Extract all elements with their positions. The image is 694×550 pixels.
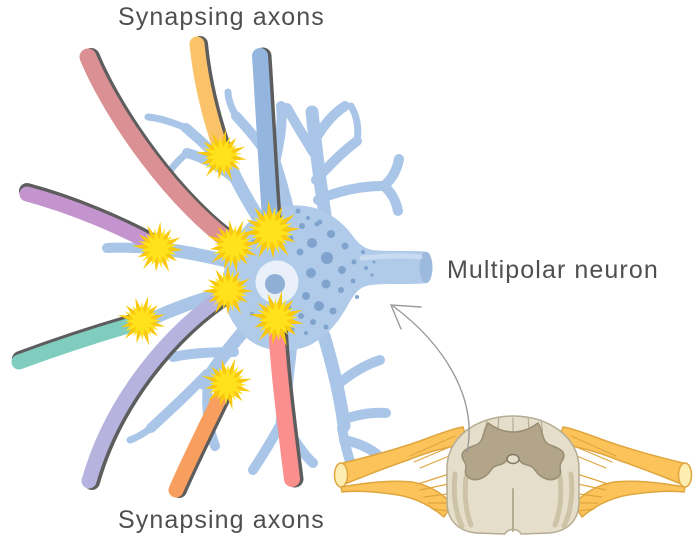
axon-salmon bbox=[268, 314, 300, 487]
nucleolus bbox=[265, 274, 285, 294]
spinal-cord-cross-section bbox=[333, 415, 693, 535]
arrow-head bbox=[389, 304, 422, 330]
axon-highlight bbox=[359, 253, 423, 261]
axon-teal bbox=[11, 313, 153, 370]
axon-lavender bbox=[81, 284, 237, 489]
axon-purple bbox=[19, 186, 167, 256]
soma-speckles bbox=[249, 208, 376, 335]
cord-shading bbox=[451, 471, 575, 529]
label-synapsing-axons-top: Synapsing axons bbox=[118, 3, 325, 31]
axon-orange bbox=[168, 379, 233, 498]
nerve-cut-face-left bbox=[333, 462, 349, 488]
central-canal bbox=[506, 453, 520, 465]
axon-rose bbox=[79, 48, 245, 255]
arrow-shaft bbox=[392, 305, 470, 453]
pointer-arrow bbox=[389, 304, 470, 453]
gray-matter-butterfly bbox=[461, 422, 565, 481]
nerve-cut-face-right bbox=[677, 462, 693, 488]
label-multipolar-neuron: Multipolar neuron bbox=[447, 256, 659, 284]
label-synapsing-axons-bottom: Synapsing axons bbox=[118, 506, 325, 534]
axon-end-cap bbox=[419, 252, 433, 283]
